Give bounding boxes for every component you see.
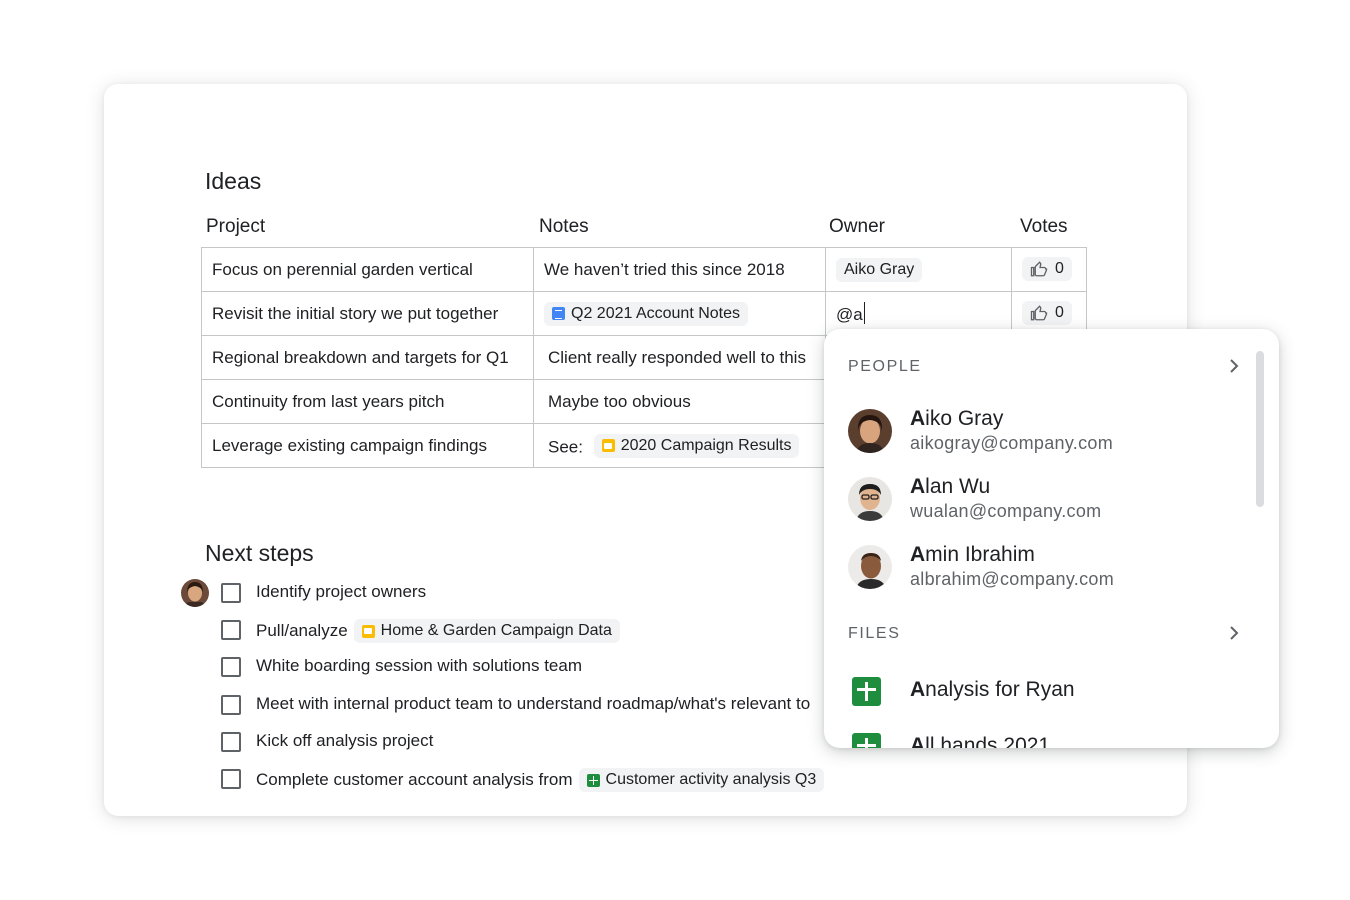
person-suggestion[interactable]: Amin Ibrahim albrahim@company.com xyxy=(848,543,1238,605)
files-group-label: FILES xyxy=(848,625,901,642)
mention-suggestions-popup: PEOPLE Aiko Gray aikogray@company.com Al… xyxy=(824,329,1279,748)
scrollbar-thumb[interactable] xyxy=(1256,351,1264,507)
vote-button[interactable]: 0 xyxy=(1022,256,1072,281)
checklist-item: Identify project owners xyxy=(180,578,880,608)
people-group-label: PEOPLE xyxy=(848,358,922,375)
project-cell[interactable]: Focus on perennial garden vertical xyxy=(201,247,534,292)
col-header-notes: Notes xyxy=(539,216,589,237)
sheets-icon xyxy=(852,733,881,748)
notes-cell[interactable]: Q2 2021 Account Notes xyxy=(533,291,826,336)
notes-cell[interactable]: See: 2020 Campaign Results xyxy=(533,423,826,468)
file-suggestion[interactable]: All hands 2021 xyxy=(852,733,1242,748)
thumbs-up-icon xyxy=(1030,260,1048,276)
file-chip[interactable]: Customer activity analysis Q3 xyxy=(578,768,825,792)
ideas-title: Ideas xyxy=(205,168,262,194)
checklist-item: Kick off analysis project xyxy=(180,727,880,757)
notes-cell[interactable]: Client really responded well to this xyxy=(533,335,826,380)
assignee-avatar[interactable] xyxy=(181,579,209,607)
avatar xyxy=(848,409,892,453)
col-header-project: Project xyxy=(206,216,266,237)
votes-cell: 0 xyxy=(1011,291,1087,336)
file-suggestion[interactable]: Analysis for Ryan xyxy=(852,677,1242,717)
slides-icon xyxy=(601,439,615,452)
sheets-icon xyxy=(852,677,881,706)
checkbox[interactable] xyxy=(221,732,241,752)
mention-input[interactable]: @a xyxy=(836,302,866,324)
sheets-icon xyxy=(586,773,600,787)
avatar xyxy=(848,477,892,521)
checkbox[interactable] xyxy=(221,695,241,715)
checklist-item: Pull/analyze Home & Garden Campaign Data xyxy=(180,615,880,645)
notes-cell[interactable]: Maybe too obvious xyxy=(533,379,826,424)
project-cell[interactable]: Leverage existing campaign findings xyxy=(201,423,534,468)
table-row: Revisit the initial story we put togethe… xyxy=(201,291,1087,336)
text-caret xyxy=(863,302,866,324)
checkbox[interactable] xyxy=(221,657,241,677)
file-chip[interactable]: Home & Garden Campaign Data xyxy=(353,619,620,643)
chevron-right-icon[interactable] xyxy=(1226,625,1242,641)
person-chip[interactable]: Aiko Gray xyxy=(836,257,923,282)
checklist-item: Meet with internal product team to under… xyxy=(180,690,880,720)
vote-button[interactable]: 0 xyxy=(1022,300,1072,325)
chevron-right-icon[interactable] xyxy=(1226,358,1242,374)
avatar xyxy=(848,545,892,589)
owner-cell-editing[interactable]: @a xyxy=(825,291,1012,336)
owner-cell[interactable]: Aiko Gray xyxy=(825,247,1012,292)
checkbox[interactable] xyxy=(221,583,241,603)
file-chip[interactable]: Q2 2021 Account Notes xyxy=(544,301,748,326)
docs-icon xyxy=(552,307,565,320)
table-row: Focus on perennial garden vertical We ha… xyxy=(201,247,1087,292)
checklist-item: Complete customer account analysis from … xyxy=(180,764,880,794)
votes-cell: 0 xyxy=(1011,247,1087,292)
next-steps-title: Next steps xyxy=(205,540,314,566)
notes-cell[interactable]: We haven’t tried this since 2018 xyxy=(533,247,826,292)
person-suggestion[interactable]: Aiko Gray aikogray@company.com xyxy=(848,407,1238,469)
project-cell[interactable]: Continuity from last years pitch xyxy=(201,379,534,424)
col-header-owner: Owner xyxy=(829,216,885,237)
project-cell[interactable]: Regional breakdown and targets for Q1 xyxy=(201,335,534,380)
slides-icon xyxy=(361,624,375,638)
checkbox[interactable] xyxy=(221,620,241,640)
project-cell[interactable]: Revisit the initial story we put togethe… xyxy=(201,291,534,336)
checklist-item: White boarding session with solutions te… xyxy=(180,652,880,682)
col-header-votes: Votes xyxy=(1020,216,1068,237)
thumbs-up-icon xyxy=(1030,304,1048,320)
checkbox[interactable] xyxy=(221,769,241,789)
person-suggestion[interactable]: Alan Wu wualan@company.com xyxy=(848,475,1238,537)
file-chip[interactable]: 2020 Campaign Results xyxy=(593,433,800,458)
